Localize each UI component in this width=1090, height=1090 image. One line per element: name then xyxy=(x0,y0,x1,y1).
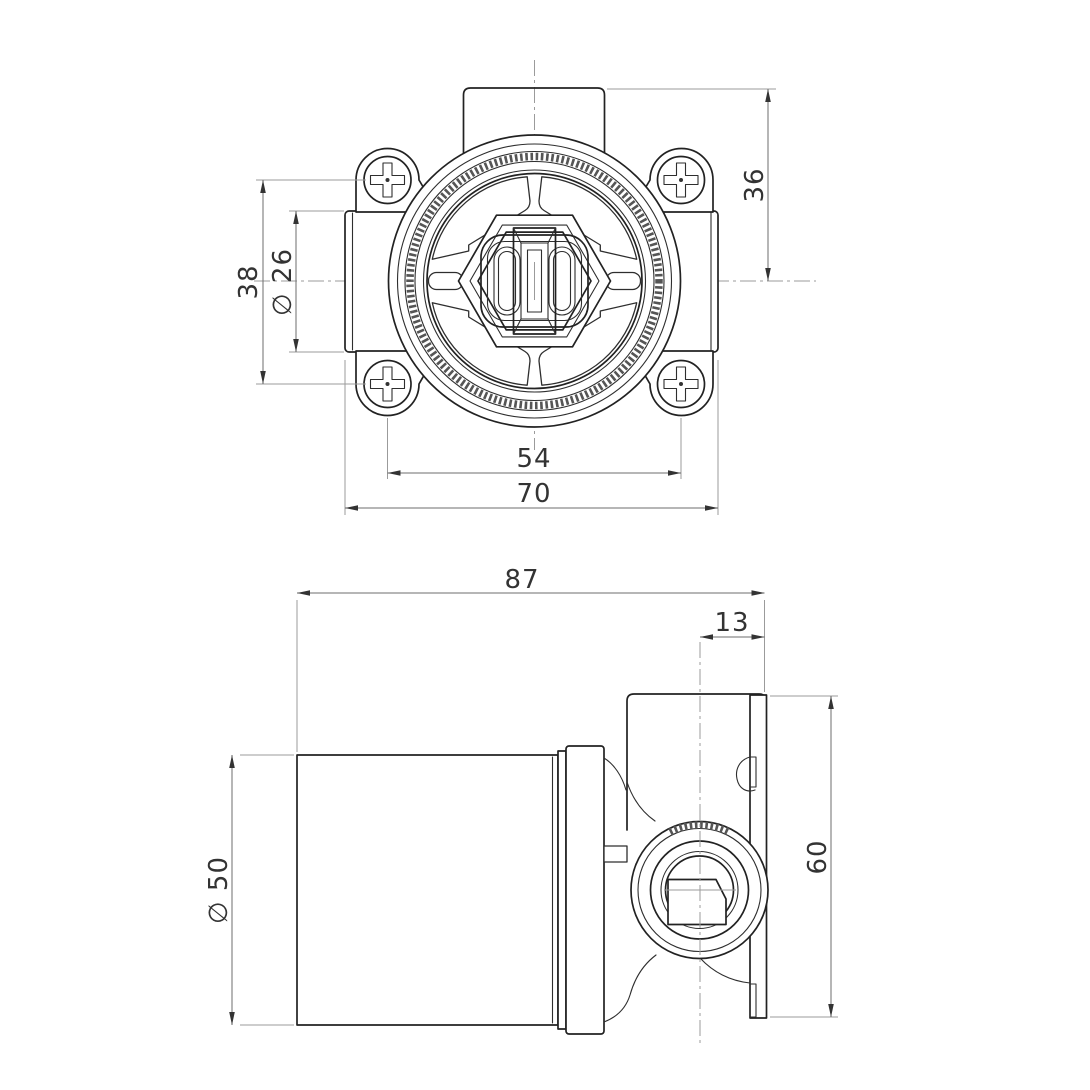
phillips-cross-icon xyxy=(369,366,406,402)
window-lower-left xyxy=(431,302,531,386)
dim-label-38: 38 xyxy=(234,264,264,299)
arrowhead-left xyxy=(700,634,713,640)
dim-50: ∅ 50 xyxy=(204,754,294,1026)
arrowhead-right xyxy=(751,590,765,596)
flange-ring-2 xyxy=(404,150,665,412)
shoulder-to-port-curve xyxy=(626,781,656,822)
arrowhead-left xyxy=(387,470,401,476)
side-view: 87 13 ∅ 50 60 xyxy=(204,565,838,1046)
arrowhead-down xyxy=(828,1004,834,1017)
spindle-chamfer-lines xyxy=(512,227,557,335)
phillips-cross-icon xyxy=(369,162,406,198)
left-oval-inner xyxy=(497,250,517,312)
face-circle xyxy=(426,172,643,390)
front-view: 38 ∅ 26 36 54 xyxy=(234,60,816,515)
dim-54: 54 xyxy=(387,418,682,479)
inlet-stub xyxy=(603,845,628,863)
dim-13: 13 xyxy=(700,608,765,640)
flange-ring-3 xyxy=(414,160,655,402)
dim-87: 87 xyxy=(296,565,765,752)
right-oval-outer xyxy=(548,246,576,316)
arrowhead-right xyxy=(705,505,718,511)
front-face-windows xyxy=(427,176,642,386)
dim-label-70: 70 xyxy=(516,479,551,509)
arrowhead-left xyxy=(297,590,310,596)
dim-label-87: 87 xyxy=(504,565,539,595)
plate-hook-curve xyxy=(735,756,756,792)
front-screws xyxy=(363,155,706,409)
dim-label-26: ∅ 26 xyxy=(268,248,298,316)
arrowhead-up xyxy=(293,211,299,224)
dim-36: 36 xyxy=(607,88,776,281)
square-drive xyxy=(667,878,727,926)
phillips-cross-icon xyxy=(663,162,699,198)
arrowhead-down xyxy=(229,1012,235,1025)
hex-inner xyxy=(477,231,592,331)
arrowhead-down xyxy=(765,268,771,281)
screw-bottom-left xyxy=(363,359,412,409)
screw-top-right xyxy=(656,155,706,205)
arrowhead-left xyxy=(345,505,358,511)
front-cartridge-detail xyxy=(480,227,589,335)
screw-center-dot xyxy=(679,178,683,182)
screw-center-dot xyxy=(679,382,683,386)
window-upper-left xyxy=(431,176,531,260)
dim-60: 60 xyxy=(770,695,838,1018)
sleeve-collar xyxy=(557,750,567,1030)
shoulder-top-curve xyxy=(603,757,627,791)
front-top-pipe xyxy=(462,87,606,186)
cartridge-frame-outer xyxy=(480,234,589,328)
arrowhead-right xyxy=(751,634,765,640)
port-knurl-arc xyxy=(668,821,731,836)
right-oval-inner xyxy=(552,250,572,312)
body-foot-curve xyxy=(699,957,751,984)
plate-notch-bottom xyxy=(749,983,757,1018)
spindle-block-inner xyxy=(520,242,549,320)
dim-26: ∅ 26 xyxy=(268,210,344,353)
dim-38: 38 xyxy=(234,179,366,385)
phillips-cross-icon xyxy=(663,366,699,402)
dim-label-13: 13 xyxy=(714,608,749,638)
arrowhead-down xyxy=(260,371,266,384)
side-sleeve xyxy=(296,745,605,1035)
side-top-pipe xyxy=(626,693,767,831)
plate-notch-top xyxy=(749,756,757,788)
screw-bottom-right xyxy=(656,359,706,409)
knurl-band xyxy=(406,152,663,410)
cartridge-frame-inner xyxy=(486,240,583,322)
screw-center-dot xyxy=(385,178,390,182)
screw-center-dot xyxy=(385,382,390,386)
hex-chamfer xyxy=(469,224,600,338)
flange-ring-4 xyxy=(422,169,647,393)
spindle-block-outer xyxy=(512,227,557,335)
dim-label-54: 54 xyxy=(516,444,551,474)
dim-70: 70 xyxy=(344,360,719,515)
arrowhead-up xyxy=(260,180,266,193)
shoulder-bottom-curve xyxy=(603,954,657,1023)
window-upper-right xyxy=(538,176,638,260)
arrowhead-right xyxy=(668,470,681,476)
dim-label-60: 60 xyxy=(803,839,833,874)
left-oval-outer xyxy=(493,246,521,316)
spindle-slot xyxy=(526,249,543,313)
flange-plate xyxy=(565,745,605,1035)
sleeve-body xyxy=(296,754,559,1026)
window-lower-right xyxy=(538,302,638,386)
arrowhead-up xyxy=(765,89,771,102)
screw-top-left xyxy=(363,155,412,205)
arrowhead-down xyxy=(293,339,299,352)
dim-label-50: ∅ 50 xyxy=(204,856,234,924)
flange-ring-1 xyxy=(396,143,673,419)
dim-label-36: 36 xyxy=(740,167,770,202)
arrowhead-up xyxy=(229,755,235,768)
arrowhead-up xyxy=(828,696,834,709)
